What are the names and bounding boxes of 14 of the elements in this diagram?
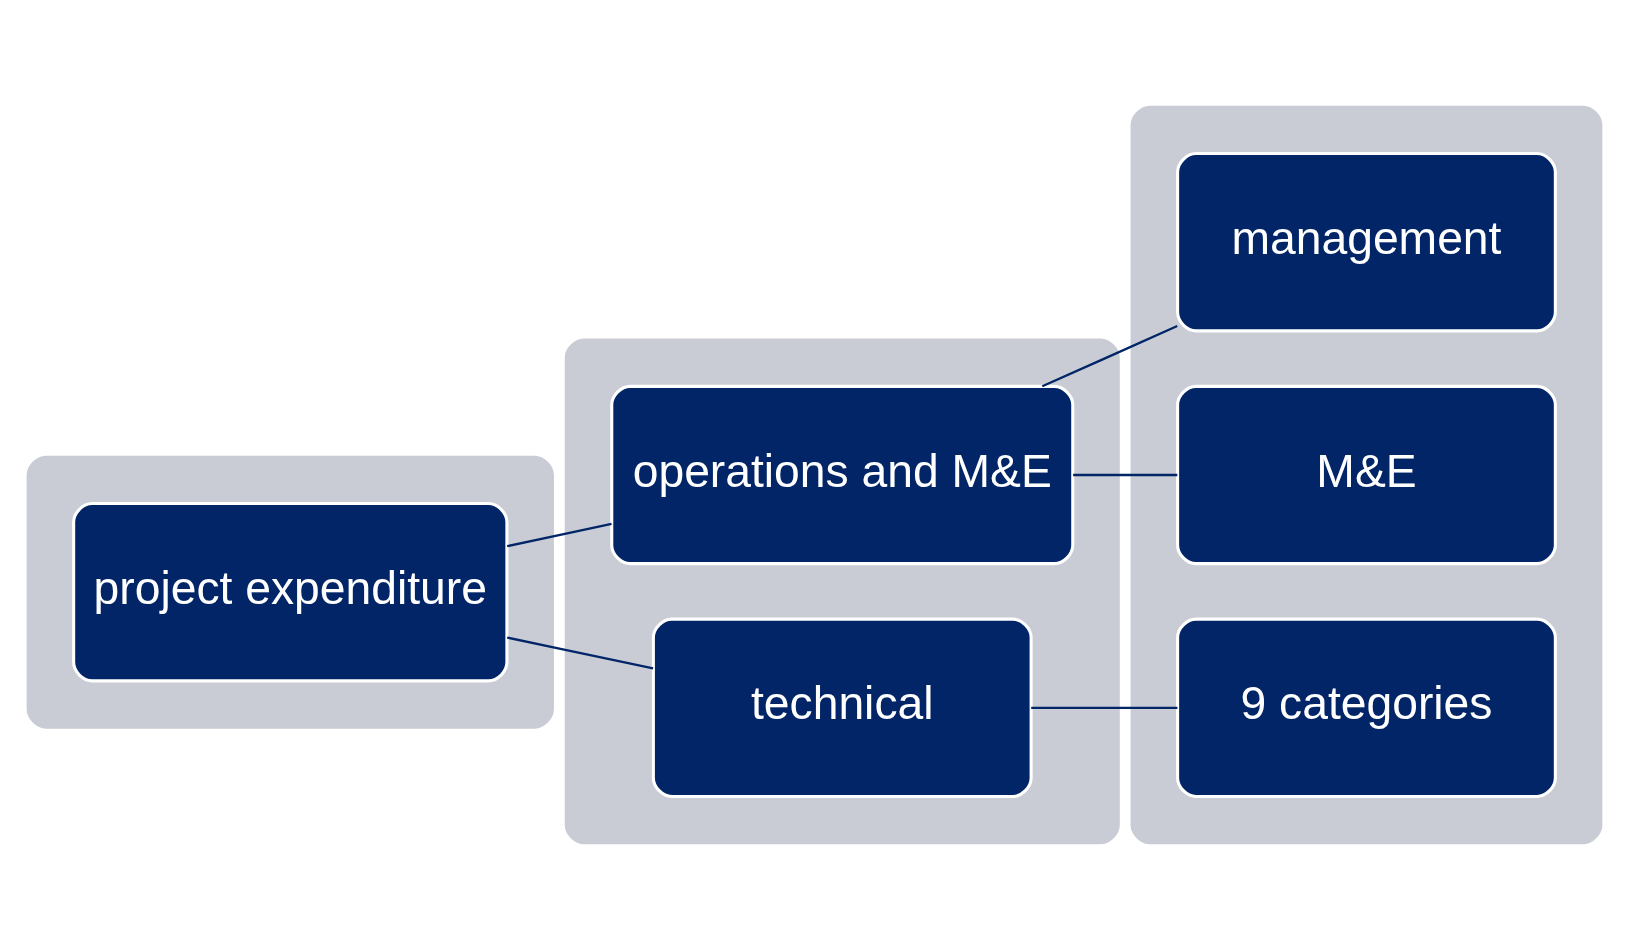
connector (1073, 473, 1178, 476)
cluster (564, 338, 1120, 844)
connector (506, 635, 654, 669)
node-box: 9 categories (1176, 617, 1557, 798)
node-box: technical (651, 617, 1033, 798)
node-box: M&E (1176, 384, 1557, 565)
connector (1031, 706, 1178, 709)
connector (506, 522, 612, 547)
cluster (1130, 105, 1603, 844)
connector (1041, 324, 1178, 387)
cluster (26, 455, 554, 729)
node-box: project expenditure (72, 501, 509, 682)
node-box: operations and M&E (610, 384, 1075, 565)
node-box: management (1176, 151, 1557, 332)
